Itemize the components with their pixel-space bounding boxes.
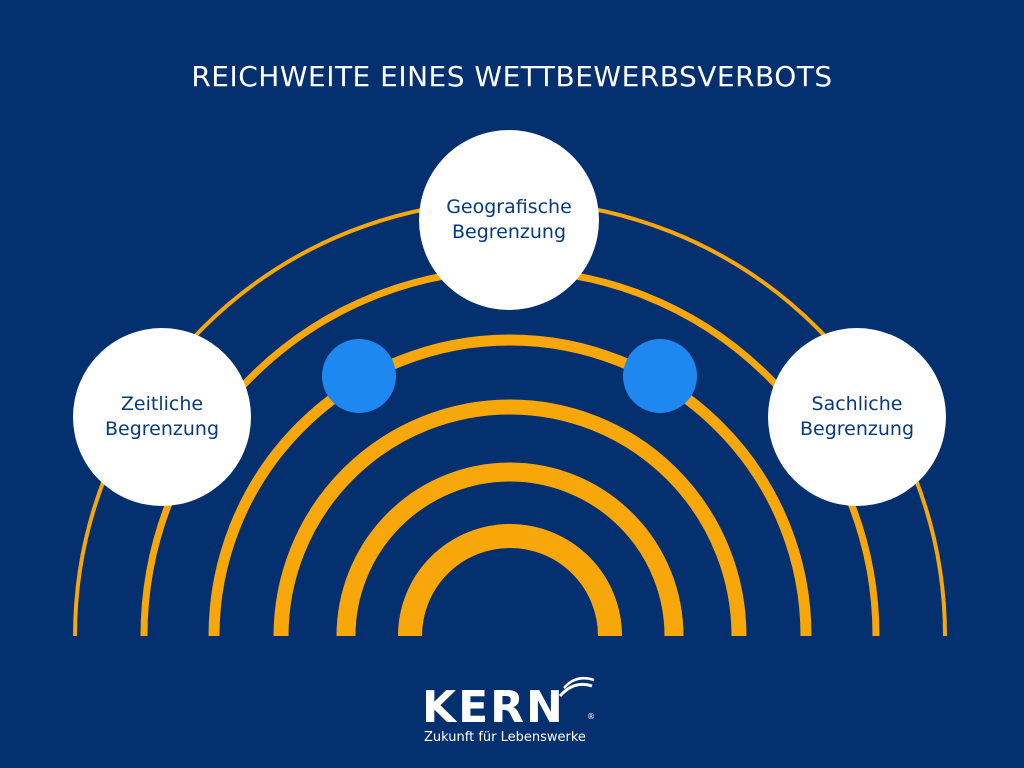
arc-ring-4 <box>273 399 747 637</box>
blue-dot-right <box>623 339 697 413</box>
arc-ring-3 <box>208 334 812 637</box>
node-zeitliche-begrenzung: Zeitliche Begrenzung <box>73 328 251 506</box>
swoosh-icon <box>558 677 595 698</box>
node-label-line1: Sachliche <box>811 393 903 415</box>
blue-dot-left <box>322 339 396 413</box>
arc-ring-6 <box>398 524 622 637</box>
kern-logo: KERN ® Zukunft für Lebenswerke <box>420 676 620 756</box>
arc-ring-5 <box>336 462 684 637</box>
registered-mark: ® <box>587 712 595 721</box>
node-label-line1: Geografische <box>446 196 572 218</box>
node-sachliche-begrenzung: Sachliche Begrenzung <box>768 328 946 506</box>
page-title: REICHWEITE EINES WETTBEWERBSVERBOTS <box>191 60 833 93</box>
logo-wordmark: KERN <box>422 682 565 733</box>
logo-tagline: Zukunft für Lebenswerke <box>424 730 586 745</box>
node-label-line2: Begrenzung <box>451 221 567 243</box>
node-label-line2: Begrenzung <box>104 418 220 440</box>
node-label-line1: Zeitliche <box>120 393 204 415</box>
node-geografische-begrenzung: Geografische Begrenzung <box>419 130 599 310</box>
node-label-line2: Begrenzung <box>799 418 915 440</box>
arc-ring-2 <box>140 266 880 637</box>
